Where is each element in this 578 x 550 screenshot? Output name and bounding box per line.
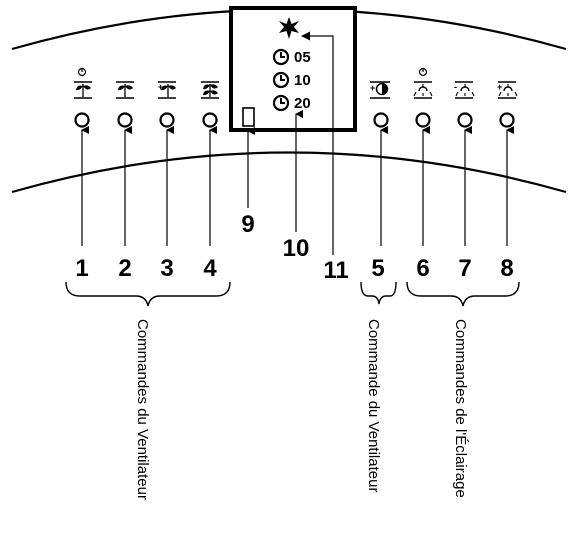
brace-light-controls bbox=[406, 281, 520, 307]
timer-value-10: 10 bbox=[294, 72, 311, 89]
callout-1: 1 bbox=[75, 255, 88, 282]
brace-fan-control bbox=[360, 281, 397, 305]
button-1[interactable] bbox=[74, 112, 90, 128]
callout-9: 9 bbox=[241, 211, 254, 238]
label-fan-controls: Commandes du Ventilateur bbox=[134, 319, 151, 500]
label-fan-control: Commande du Ventilateur bbox=[365, 319, 382, 492]
button-2[interactable] bbox=[117, 112, 133, 128]
callout-3: 3 bbox=[160, 255, 173, 282]
svg-text:+: + bbox=[158, 82, 163, 92]
fan-speed-2-icon bbox=[116, 81, 134, 99]
button-5[interactable] bbox=[373, 112, 389, 128]
timer-value-05: 05 bbox=[294, 49, 311, 66]
timer-row-10: 10 bbox=[272, 71, 311, 89]
indicator-light bbox=[242, 107, 255, 127]
callout-10: 10 bbox=[283, 235, 310, 262]
leader-lines bbox=[81, 31, 514, 255]
fan-power-icon bbox=[74, 67, 92, 99]
fan-speed-3-icon: + bbox=[158, 81, 176, 99]
button-7[interactable] bbox=[457, 112, 473, 128]
button-3[interactable] bbox=[159, 112, 175, 128]
clock-icon bbox=[272, 71, 290, 89]
svg-text:+: + bbox=[370, 83, 375, 93]
light-power-icon bbox=[413, 67, 433, 99]
brace-fan-controls bbox=[65, 281, 231, 307]
callout-8: 8 bbox=[500, 255, 513, 282]
callout-4: 4 bbox=[203, 255, 217, 282]
callout-5: 5 bbox=[371, 255, 384, 282]
fan-timer-icon: + bbox=[370, 81, 390, 99]
button-8[interactable] bbox=[499, 112, 515, 128]
callout-11: 11 bbox=[323, 257, 348, 284]
light-bright-icon: + bbox=[497, 81, 518, 99]
callout-6: 6 bbox=[416, 255, 429, 282]
fan-boost-icon bbox=[201, 81, 219, 99]
svg-text:+: + bbox=[497, 82, 502, 92]
label-light-controls: Commandes de l'Éclairage bbox=[452, 319, 469, 498]
button-4[interactable] bbox=[202, 112, 218, 128]
star-icon bbox=[279, 17, 299, 39]
button-6[interactable] bbox=[415, 112, 431, 128]
callout-7: 7 bbox=[458, 255, 471, 282]
svg-text:-: - bbox=[454, 82, 457, 92]
light-dim-icon: - bbox=[454, 81, 475, 99]
timer-row-05: 05 bbox=[272, 48, 311, 66]
timer-value-20: 20 bbox=[294, 95, 311, 112]
callout-2: 2 bbox=[118, 255, 131, 282]
timer-row-20: 20 bbox=[272, 94, 311, 112]
panel-bottom-edge bbox=[11, 151, 567, 194]
clock-icon bbox=[272, 48, 290, 66]
clock-icon bbox=[272, 94, 290, 112]
